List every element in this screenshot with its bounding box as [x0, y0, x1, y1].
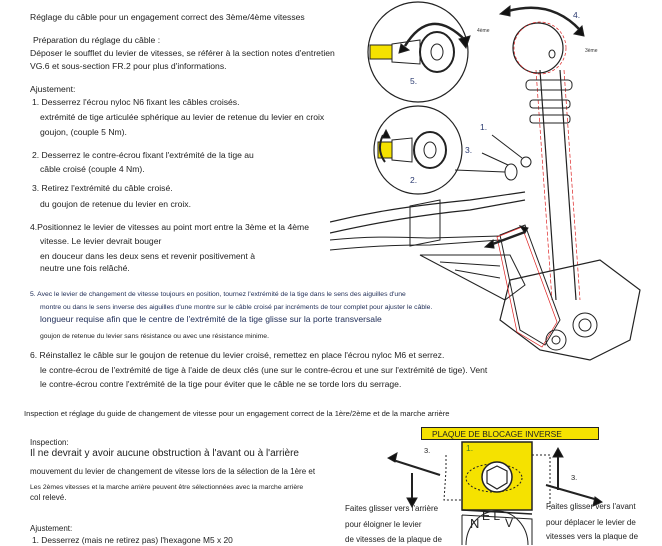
inspection-line: mouvement du levier de changement de vit… [30, 467, 316, 476]
label-3: 3. [465, 145, 473, 155]
adjust2-step1: 1. Desserrez (mais ne retirez pas) l'hex… [32, 535, 233, 545]
step5-line: longueur requise afin que le centre de l… [40, 314, 382, 324]
right-caption: Faites glisser vers l'avant [546, 502, 636, 511]
plate-title: PLAQUE DE BLOCAGE INVERSE [421, 427, 599, 440]
label-2: 2. [410, 175, 418, 185]
label-1: 1. [480, 122, 488, 132]
label-4: 4. [573, 10, 581, 20]
svg-text:V: V [505, 516, 513, 530]
step2-line: 2. Desserrez le contre-écrou fixant l'ex… [32, 150, 254, 160]
step1-line: goujon, (couple 5 Nm). [40, 127, 127, 137]
svg-text:N: N [470, 516, 479, 531]
gear-lever-diagram [330, 1, 641, 361]
step5-line: 5. Avec le levier de changement de vites… [30, 291, 406, 298]
step4-line: en douceur dans les deux sens et revenir… [40, 251, 255, 261]
step5-line: goujon de retenue du levier sans résista… [40, 333, 269, 340]
prep-line: Déposer le soufflet du levier de vitesse… [30, 48, 335, 58]
prep-line: VG.6 et sous-section FR.2 pour plus d'in… [30, 61, 227, 71]
prep-heading: Préparation du réglage du câble : [33, 35, 161, 45]
step4-line: 4.Positionnez le levier de vitesses au p… [30, 222, 309, 232]
right-caption: pour déplacer le levier de [546, 518, 636, 527]
label-4eme: 4ème [477, 28, 490, 34]
inspection-heading: Inspection: [30, 438, 69, 447]
inspection-line: col relevé. [30, 493, 67, 502]
step3-line: du goujon de retenue du levier en croix. [40, 199, 191, 209]
label-3eme: 3ème [585, 48, 598, 54]
right-caption: vitesses vers la plaque de [546, 532, 639, 541]
reverse-plate-diagram: N E L V [386, 441, 604, 546]
step4-line: neutre une fois relâché. [40, 263, 130, 273]
step1-line: 1. Desserrez l'écrou nyloc N6 fixant les… [32, 97, 240, 107]
left-caption: pour éloigner le levier [345, 520, 422, 529]
step6-line: 6. Réinstallez le câble sur le goujon de… [30, 350, 445, 360]
inspection-line: Les 2èmes vitesses et la marche arrière … [30, 484, 304, 491]
step6-line: le contre-écrou contre l'extrémité de la… [40, 379, 402, 389]
step6-line: le contre-écrou de l'extrémité de tige à… [40, 365, 488, 375]
step3-line: 3. Retirez l'extrémité du câble croisé. [32, 183, 173, 193]
plate-label-3-right: 3. [571, 473, 578, 482]
plate-label-1: 1. [466, 443, 474, 453]
inspection-line: Il ne devrait y avoir aucune obstruction… [30, 448, 299, 459]
step5-line: montre ou dans le sens inverse des aigui… [40, 304, 433, 311]
section2-title: Inspection et réglage du guide de change… [24, 409, 450, 418]
left-caption: Faites glisser vers l'arrière [345, 504, 439, 513]
step2-line: câble croisé (couple 4 Nm). [40, 164, 145, 174]
left-caption: de vitesses de la plaque de [345, 535, 442, 544]
svg-text:E L: E L [482, 509, 500, 523]
plate-label-3-left: 3. [424, 446, 431, 455]
section-title: Réglage du câble pour un engagement corr… [30, 12, 305, 22]
adjust-heading: Ajustement: [30, 84, 76, 94]
label-5: 5. [410, 76, 418, 86]
adjust2-heading: Ajustement: [30, 524, 73, 533]
step1-line: extrémité de tige articulée sphérique au… [40, 112, 325, 122]
step4-line: vitesse. Le levier devrait bouger [40, 236, 162, 246]
